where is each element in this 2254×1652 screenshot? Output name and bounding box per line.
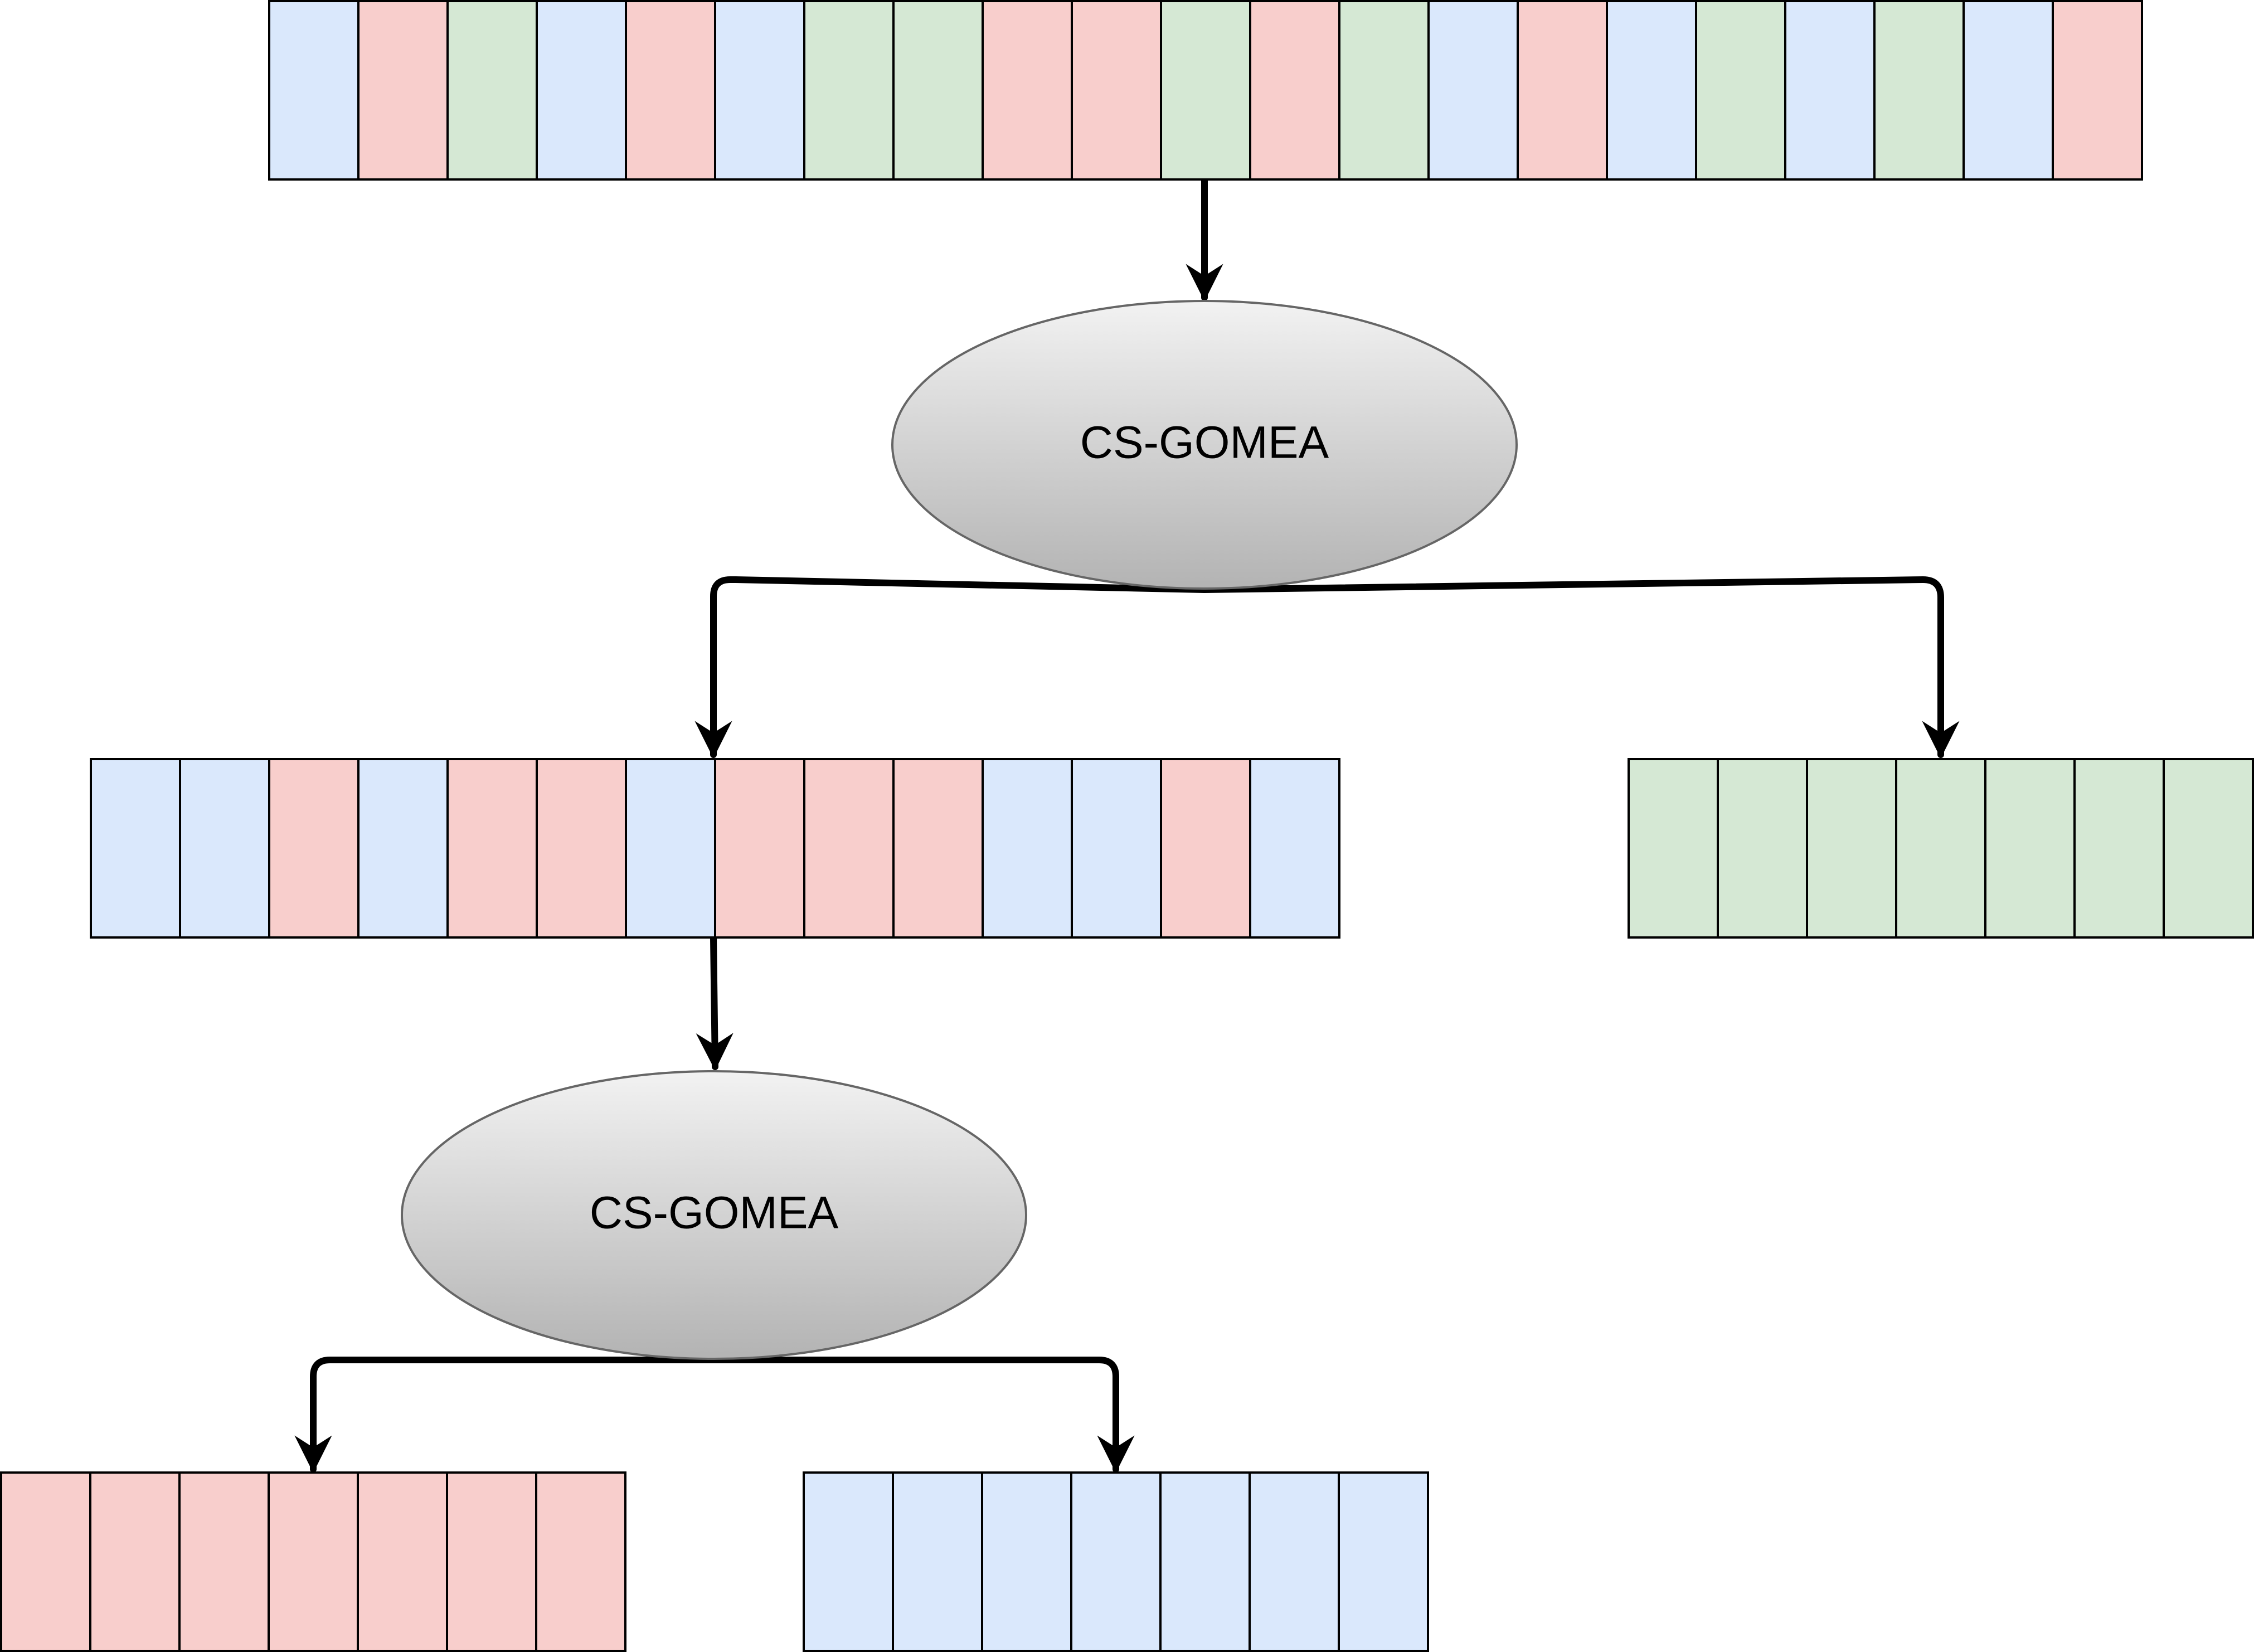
root-variable-cell-blue	[1784, 0, 1876, 181]
root-variable-cell-red	[2052, 0, 2143, 181]
bottom-node-to-leaf-left-arrow	[294, 1357, 718, 1473]
root-variable-cell-green	[446, 0, 538, 181]
root-variable-cell-blue	[1427, 0, 1519, 181]
mid-left-variable-cell-blue	[982, 758, 1073, 939]
leaf-left-variable-cell-red	[268, 1471, 359, 1652]
mid-right-variable-cell-green	[1806, 758, 1897, 939]
mid-right-variable-cell-green	[1628, 758, 1719, 939]
bottom-node-to-leaf-right-arrow	[712, 1357, 1135, 1473]
cs-gomea-node-top-shape	[891, 300, 1518, 590]
left-array-to-bottom-node-arrow	[696, 934, 733, 1071]
leaf-right-variable-cell-blue	[1070, 1471, 1162, 1652]
mid-left-variable-cell-blue	[90, 758, 181, 939]
mid-left-variable-cell-red	[446, 758, 538, 939]
mid-left-variable-cell-red	[714, 758, 805, 939]
cs-gomea-node-top-label: CS-GOMEA	[1080, 417, 1329, 468]
root-variable-cell-blue	[268, 0, 360, 181]
mid-left-variable-cell-blue	[357, 758, 449, 939]
root-variable-cell-green	[803, 0, 895, 181]
root-variable-cell-red	[357, 0, 449, 181]
mid-left-variable-array	[90, 758, 1340, 939]
mid-right-variable-array	[1628, 758, 2254, 939]
root-variable-cell-green	[1338, 0, 1430, 181]
root-variable-cell-red	[1071, 0, 1162, 181]
mid-right-variable-cell-green	[1895, 758, 1986, 939]
root-variable-cell-blue	[1606, 0, 1697, 181]
root-variable-cell-blue	[536, 0, 627, 181]
leaf-right-variable-cell-blue	[803, 1471, 894, 1652]
top-node-to-left-array-arrow	[694, 576, 1208, 759]
mid-left-variable-cell-red	[803, 758, 895, 939]
leaf-left-variable-cell-red	[178, 1471, 270, 1652]
mid-left-variable-cell-red	[1160, 758, 1251, 939]
root-variable-cell-green	[1695, 0, 1786, 181]
mid-left-variable-cell-blue	[1249, 758, 1340, 939]
root-variable-cell-blue	[1962, 0, 2054, 181]
leaf-left-variable-array	[0, 1471, 626, 1652]
leaf-right-variable-cell-blue	[1249, 1471, 1340, 1652]
mid-right-variable-cell-green	[1984, 758, 2076, 939]
cs-gomea-node-bottom: CS-GOMEA	[401, 1070, 1027, 1360]
top-node-to-right-array-arrow	[1201, 576, 1960, 759]
mid-left-variable-cell-red	[268, 758, 360, 939]
root-variable-cell-green	[1160, 0, 1251, 181]
leaf-right-variable-array	[803, 1471, 1429, 1652]
mid-right-variable-cell-green	[2073, 758, 2165, 939]
leaf-right-variable-cell-blue	[1159, 1471, 1251, 1652]
mid-left-variable-cell-red	[536, 758, 627, 939]
leaf-right-variable-cell-blue	[892, 1471, 983, 1652]
leaf-left-variable-cell-red	[0, 1471, 91, 1652]
mid-left-variable-cell-blue	[179, 758, 270, 939]
root-variable-cell-green	[892, 0, 984, 181]
root-variable-cell-red	[1517, 0, 1608, 181]
root-variable-array	[268, 0, 2143, 181]
root-variable-cell-red	[1249, 0, 1340, 181]
mid-right-variable-cell-green	[2163, 758, 2254, 939]
leaf-left-variable-cell-red	[535, 1471, 626, 1652]
leaf-left-variable-cell-red	[357, 1471, 448, 1652]
leaf-right-variable-cell-blue	[1338, 1471, 1429, 1652]
cs-gomea-node-bottom-label: CS-GOMEA	[590, 1188, 839, 1238]
cs-gomea-node-bottom-shape	[401, 1070, 1027, 1360]
root-variable-cell-red	[982, 0, 1073, 181]
leaf-left-variable-cell-red	[446, 1471, 537, 1652]
mid-left-variable-cell-blue	[1071, 758, 1162, 939]
root-variable-cell-green	[1873, 0, 1965, 181]
root-variable-cell-red	[625, 0, 716, 181]
leaf-left-variable-cell-red	[89, 1471, 181, 1652]
mid-right-variable-cell-green	[1717, 758, 1808, 939]
cs-gomea-node-top: CS-GOMEA	[891, 300, 1518, 590]
leaf-right-variable-cell-blue	[981, 1471, 1072, 1652]
mid-left-variable-cell-blue	[625, 758, 716, 939]
root-variable-cell-blue	[714, 0, 805, 181]
mid-left-variable-cell-red	[892, 758, 984, 939]
